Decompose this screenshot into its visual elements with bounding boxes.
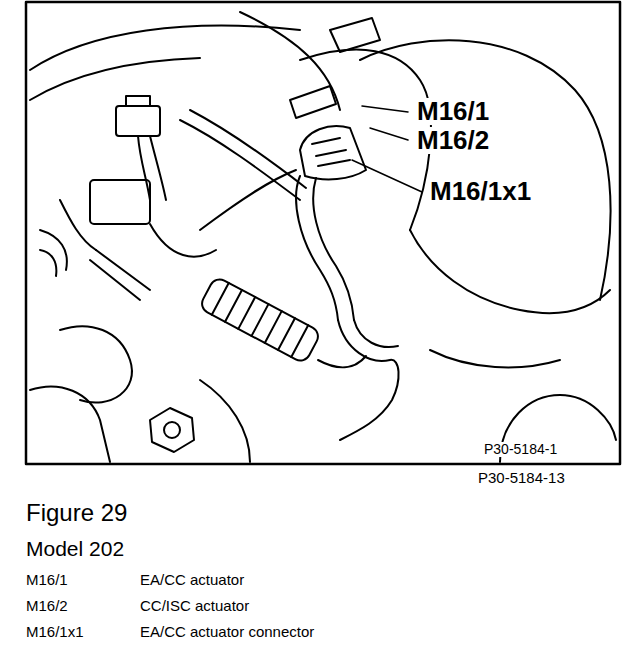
- contour: [30, 26, 300, 70]
- figure-frame: [26, 2, 620, 464]
- model-label: Model 202: [26, 538, 124, 560]
- leader-line: [352, 160, 422, 192]
- housing: [410, 230, 610, 313]
- rod: [90, 250, 150, 300]
- connector: [312, 138, 350, 166]
- contour: [30, 58, 200, 100]
- bracket: [330, 18, 380, 52]
- pipe: [200, 170, 296, 230]
- plug: [90, 180, 150, 224]
- key-description: CC/ISC actuator: [140, 598, 249, 614]
- drawing-part: [212, 283, 308, 357]
- cable: [354, 320, 398, 347]
- figure-number: P30-5184-1: [482, 442, 559, 457]
- cable: [338, 320, 399, 440]
- part-callout: M16/2: [415, 127, 491, 154]
- wire: [60, 200, 216, 257]
- pipe: [180, 110, 306, 200]
- fitting: [60, 326, 132, 402]
- key-description: EA/CC actuator connector: [140, 624, 314, 640]
- wire: [138, 136, 166, 200]
- contour: [200, 380, 250, 462]
- contour: [30, 387, 110, 462]
- plug: [126, 96, 150, 106]
- contour: [240, 12, 340, 110]
- leader-line: [362, 106, 408, 112]
- plug: [116, 106, 160, 136]
- key-code: M16/1x1: [26, 624, 84, 640]
- illustration-lines: [26, 2, 620, 464]
- part-callout: M16/1x1: [428, 178, 533, 205]
- hose-end: [318, 356, 366, 367]
- housing: [360, 40, 611, 300]
- contour: [430, 350, 560, 367]
- drawing-part: [199, 276, 322, 364]
- corrugated-hose: [199, 276, 322, 364]
- part-callout: M16/1: [415, 98, 491, 125]
- bolt: [150, 408, 194, 452]
- figure-caption: Figure 29: [26, 500, 127, 525]
- housing: [300, 50, 431, 230]
- key-code: M16/1: [26, 572, 68, 588]
- cable: [313, 178, 354, 320]
- bracket: [290, 86, 336, 118]
- leader-line: [370, 128, 408, 140]
- key-description: EA/CC actuator: [140, 572, 244, 588]
- bolt: [164, 422, 180, 438]
- connector: [300, 126, 366, 179]
- key-code: M16/2: [26, 598, 68, 614]
- contour: [40, 230, 67, 276]
- figure-number: P30-5184-13: [478, 470, 565, 486]
- cable: [296, 176, 338, 320]
